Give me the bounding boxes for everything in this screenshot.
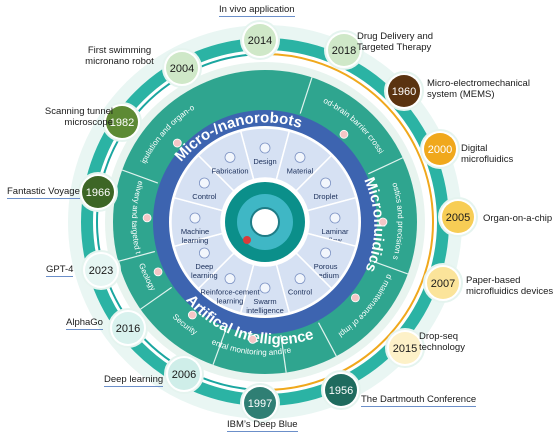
timeline-label-2023: GPT-4 (46, 264, 74, 277)
timeline-year: 1966 (86, 187, 110, 199)
application-divider (118, 250, 156, 262)
timeline-node-2015 (389, 332, 421, 364)
timeline-node-2004 (166, 52, 198, 84)
segment-icon (320, 247, 332, 259)
timeline-node-1997 (244, 387, 276, 419)
timeline-label-2015: Drop-seq technology (419, 331, 465, 353)
timeline-year: 2006 (172, 369, 196, 381)
segment-icon (294, 151, 306, 163)
application-divider (121, 169, 159, 184)
application-divider (299, 77, 313, 114)
timeline-year: 2016 (116, 323, 140, 335)
timeline-label-1997: IBM’s Deep Blue (227, 419, 298, 432)
segment-icon (294, 273, 306, 285)
timeline-node-1956 (325, 374, 357, 406)
application-divider (212, 328, 227, 366)
timeline-year: 2015 (393, 343, 417, 355)
segment-icon (329, 212, 341, 224)
timeline-year: 2004 (170, 63, 194, 75)
segment-label: Control (192, 192, 217, 201)
segment-icon (224, 273, 236, 285)
center-core-icon (250, 207, 280, 237)
segment-label: Fabrication (211, 166, 248, 175)
application-icon (187, 310, 197, 320)
application-divider (371, 260, 409, 275)
segment-icon (320, 177, 332, 189)
segment-label: Droplet (314, 192, 339, 201)
timeline-label-2005: Organ-on-a-chip (483, 213, 553, 224)
application-divider (140, 286, 172, 310)
segment-icon (198, 177, 210, 189)
timeline-node-1960 (388, 75, 420, 107)
timeline-node-2018 (328, 34, 360, 66)
center-robot-icon (243, 236, 251, 244)
timeline-node-1982 (106, 106, 138, 138)
application-icon (248, 334, 258, 344)
timeline-node-2023 (85, 254, 117, 286)
timeline-year: 2023 (89, 265, 113, 277)
application-icon (153, 267, 163, 277)
timeline-label-2004: First swimming micronano robot (85, 45, 154, 67)
timeline-label-1956: The Dartmouth Conference (361, 394, 477, 407)
timeline-node-2006 (168, 358, 200, 390)
timeline-node-2000 (424, 133, 456, 165)
application-divider (368, 157, 404, 175)
timeline-label-2014: In vivo application (219, 4, 295, 17)
segment-icon (259, 282, 271, 294)
timeline-label-1966: Fantastic Voyage (7, 186, 80, 199)
timeline-node-2014 (244, 24, 276, 56)
timeline-year: 2007 (431, 278, 455, 290)
timeline-label-2000: Digital microfluidics (461, 143, 514, 165)
segment-label: Design (253, 157, 276, 166)
timeline-label-1960: Micro-electromechanical system (MEMS) (427, 78, 530, 100)
timeline-node-1966 (82, 176, 114, 208)
application-icon (350, 293, 360, 303)
timeline-label-1982: Scanning tunnel microscope (44, 106, 113, 128)
timeline-label-2016: AlphaGo (66, 317, 103, 330)
timeline-year: 1960 (392, 86, 416, 98)
timeline-year: 1982 (110, 117, 134, 129)
segment-icon (259, 142, 271, 154)
timeline-label-2007: Paper-based microfluidics devices (466, 275, 554, 297)
timeline-year: 2018 (332, 45, 356, 57)
timeline-node-2016 (112, 312, 144, 344)
application-icon (378, 217, 388, 227)
orange-timeline-arc (250, 53, 434, 391)
segment-icon (224, 151, 236, 163)
application-icon (339, 129, 349, 139)
application-icon (142, 213, 152, 223)
application-divider (280, 334, 287, 373)
timeline-year: 1997 (248, 398, 272, 410)
timeline-year: 2005 (446, 212, 470, 224)
segment-label: Control (288, 288, 313, 297)
timeline-label-2006: Deep learning (104, 374, 164, 387)
timeline-year: 2014 (248, 35, 272, 47)
timeline-node-2005 (442, 201, 474, 233)
application-icon (172, 138, 182, 148)
segment-label: Material (287, 166, 314, 175)
timeline-label-2018: Drug Delivery and Targeted Therapy (357, 31, 434, 53)
application-divider (317, 322, 337, 357)
timeline-node-2007 (427, 267, 459, 299)
timeline-year: 1956 (329, 385, 353, 397)
timeline-year: 2000 (428, 144, 452, 156)
segment-icon (189, 212, 201, 224)
segment-icon (198, 247, 210, 259)
